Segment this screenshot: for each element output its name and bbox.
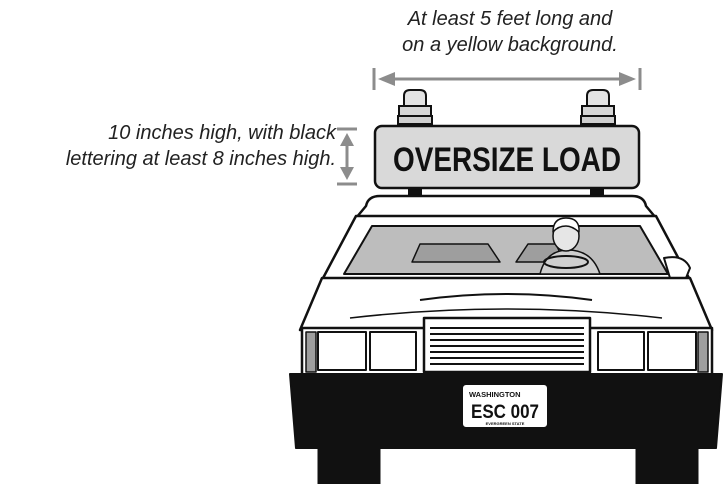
length-arrow [374,68,640,90]
beacon-light-right [581,90,615,124]
seat-left [412,244,500,262]
headlights-left [306,332,416,372]
beacon-light-left [398,90,432,124]
grille [424,318,590,372]
tire-right [636,444,698,484]
car-roof [356,196,656,218]
license-plate: WASHINGTON ESC 007 EVERGREEN STATE [462,384,548,428]
headlights-right [598,332,708,372]
car [290,196,722,484]
tire-left [318,444,380,484]
plate-state: WASHINGTON [469,390,521,399]
plate-number: ESC 007 [471,402,539,423]
windshield [344,226,668,274]
plate-footer: EVERGREEN STATE [486,421,525,426]
oversize-load-sign: OVERSIZE LOAD [375,126,639,188]
sign-text: OVERSIZE LOAD [393,141,621,179]
height-arrow [337,129,357,184]
